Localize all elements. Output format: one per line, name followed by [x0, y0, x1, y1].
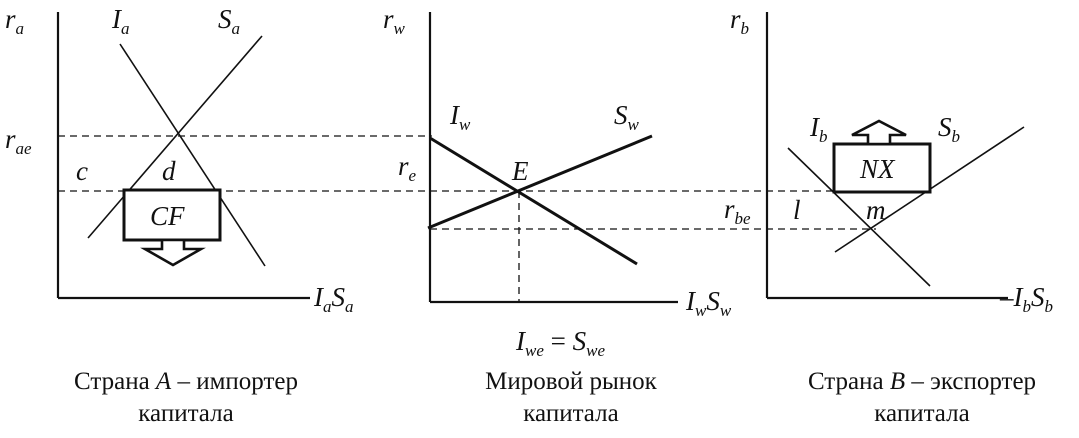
panel-a: ra Ia Sa rae c d CF IaSa Страна A – импо…	[5, 4, 354, 427]
panel-b-nx-box	[832, 142, 932, 194]
panel-a-rate-label: rae	[5, 124, 32, 158]
panel-w-saving-label: Sw	[614, 100, 640, 134]
panel-b-caption-line2: капитала	[874, 400, 969, 427]
panel-b-point-l: l	[793, 195, 801, 225]
panel-a-investment-curve	[119, 43, 266, 267]
panel-b-point-m: m	[866, 195, 886, 225]
panel-a-caption-line2: капитала	[138, 400, 233, 427]
panel-b: rb Ib Sb rbe NX l m –IbSb Страна B – экс…	[724, 4, 1053, 427]
panel-w-y-label: rw	[383, 4, 406, 38]
panel-b-investment-label: Ib	[809, 112, 828, 146]
panel-b-up-arrow-icon	[851, 119, 907, 146]
panel-a-cf-box	[122, 188, 222, 242]
panel-b-rate-label: rbe	[724, 194, 751, 228]
panel-w-investment-label: Iw	[449, 100, 471, 134]
panel-a-x-label: IaSa	[313, 282, 354, 316]
panel-world: rw Iw Sw re E IwSw Iwe = Swe Мировой рын…	[383, 4, 732, 427]
panel-b-nx-label: NX	[859, 154, 896, 184]
panel-w-rate-label: re	[398, 151, 417, 185]
panel-a-investment-label: Ia	[111, 4, 130, 38]
panel-w-caption-line2: капитала	[523, 400, 618, 427]
panel-a-point-d: d	[162, 156, 176, 186]
panel-b-saving-label: Sb	[938, 112, 960, 146]
panel-a-cf-label: CF	[150, 201, 185, 231]
panel-w-equilibrium-label: Iwe = Swe	[515, 326, 605, 360]
panel-a-caption-line1: Страна A – импортер	[74, 368, 298, 395]
panel-w-saving-curve	[427, 134, 653, 230]
panel-b-y-label: rb	[730, 4, 749, 38]
panel-a-point-c: c	[76, 156, 88, 186]
panel-b-caption-line1: Страна B – экспортер	[808, 368, 1036, 395]
panel-w-x-label: IwSw	[685, 286, 732, 320]
panel-b-x-label: –IbSb	[999, 282, 1053, 316]
panel-w-investment-curve	[429, 136, 638, 266]
panel-a-saving-label: Sa	[218, 4, 240, 38]
panel-a-y-label: ra	[5, 4, 24, 38]
panel-a-down-arrow-icon	[140, 238, 206, 267]
panel-b-investment-curve	[787, 147, 931, 287]
panel-w-caption-line1: Мировой рынок	[485, 368, 658, 395]
panel-w-point-e: E	[511, 156, 529, 186]
panel-a-saving-curve	[87, 35, 263, 239]
